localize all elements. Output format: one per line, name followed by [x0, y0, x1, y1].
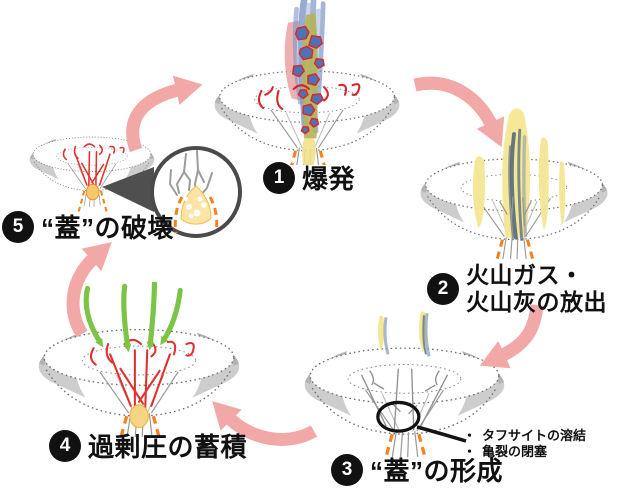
- stage5-red-cracks: [62, 143, 125, 189]
- step1-label-text: 爆発: [302, 164, 356, 194]
- bullet-dot-icon: ・: [463, 444, 477, 459]
- arrow-3-to-4-icon: [212, 401, 318, 446]
- stage3-callout-line: [416, 425, 467, 443]
- note-text: 亀裂の閉塞: [482, 444, 548, 459]
- stage1-red-crater-cracks: [257, 83, 361, 111]
- magnifier-callout-wedge: [102, 167, 154, 212]
- arrow-2-to-3-icon: [479, 304, 544, 369]
- step5-number-badge: 5: [2, 210, 34, 243]
- stage1-explosion-illustration: [213, 0, 401, 165]
- stage4-green-pressure-arrows: [83, 282, 183, 353]
- bullet-dot-icon: ・: [463, 428, 477, 443]
- step2-number-badge: 2: [427, 273, 459, 305]
- step4-label: 4 過剰圧の蓄積: [49, 427, 247, 464]
- stage1-conduit-magma: [302, 138, 316, 165]
- note-crack-sealing: ・ 亀裂の閉塞: [463, 444, 620, 460]
- step1-label: 1 爆発: [263, 159, 355, 196]
- step3-label-text: “蓋”の形成: [370, 456, 504, 486]
- arrow-1-to-2-icon: [413, 76, 505, 148]
- inset-conduit-dashes: [173, 196, 219, 234]
- arrow-5-to-1-icon: [126, 75, 203, 153]
- stage4-overpressure-illustration: [37, 282, 241, 437]
- step2-label-text: 火山ガス・ 火山灰の放出: [466, 262, 607, 316]
- stage3-lid-formation-illustration: [303, 311, 506, 457]
- note-tuffisite-welding: ・ タフサイトの溶結: [463, 428, 620, 444]
- step2-label: 2 火山ガス・ 火山灰の放出: [427, 262, 607, 316]
- note-text: タフサイトの溶結: [482, 428, 587, 443]
- stage2-gas-release-illustration: [419, 108, 609, 259]
- step2-label-line1: 火山ガス・: [466, 262, 584, 288]
- step3-label: 3 “蓋”の形成: [331, 451, 503, 488]
- stage5-magma-pocket: [85, 183, 100, 201]
- step2-label-line2: 火山灰の放出: [466, 289, 607, 315]
- inset-gas-bubbles: [184, 196, 207, 219]
- step3-number-badge: 3: [331, 453, 363, 486]
- cycle-arrows: [66, 75, 544, 446]
- stage3-gray-crack-network: [360, 368, 449, 431]
- step4-number-badge: 4: [49, 429, 81, 462]
- step5-label-text: “蓋”の破壊: [41, 213, 175, 243]
- stage3-annotation-notes: ・ タフサイトの溶結 ・ 亀裂の閉塞: [463, 428, 620, 460]
- stage2-gray-crater-cracks: [499, 196, 532, 227]
- step5-label: 5 “蓋”の破壊: [2, 208, 174, 245]
- stage5-lid-destruction-illustration: [28, 136, 156, 216]
- arrow-4-to-5-icon: [66, 242, 112, 338]
- stage3-weak-gas-wisps: [378, 311, 431, 357]
- stage1-ballistic-fragments: [292, 25, 325, 135]
- step4-label-text: 過剰圧の蓄積: [88, 432, 248, 462]
- step1-number-badge: 1: [263, 161, 295, 194]
- stage3-highlight-ellipse: [376, 400, 421, 433]
- stage4-red-cracks: [90, 338, 195, 411]
- stage4-magma-pocket: [129, 404, 149, 428]
- stage2-dark-smoke-streaks: [508, 128, 528, 242]
